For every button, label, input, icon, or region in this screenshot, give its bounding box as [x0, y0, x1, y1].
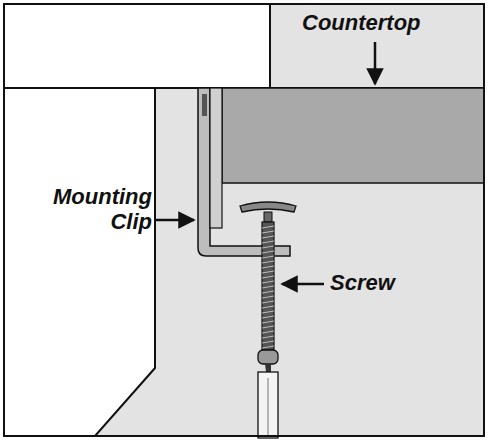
thread [262, 256, 274, 258]
screwdriver-shade [268, 378, 269, 438]
thread [262, 286, 274, 288]
thread [262, 346, 274, 348]
counter-edge [4, 4, 270, 88]
thread [262, 246, 274, 248]
screw-neck [264, 212, 272, 222]
mounting-clip [198, 88, 290, 256]
thread [262, 276, 274, 278]
thread [262, 281, 274, 283]
clip-tab [210, 88, 222, 228]
thread [262, 321, 274, 323]
thread [262, 226, 274, 228]
thread [262, 301, 274, 303]
nut [258, 350, 278, 364]
thread [262, 306, 274, 308]
leader-line [374, 42, 377, 84]
thread [262, 236, 274, 238]
thread [262, 331, 274, 333]
countertop [270, 4, 484, 88]
thread [262, 231, 274, 233]
screw-threads [262, 226, 274, 348]
thread [262, 261, 274, 263]
screw-shaft [262, 222, 274, 350]
thread [262, 336, 274, 338]
part-label: Countertop [302, 10, 421, 35]
frame [4, 4, 484, 436]
screwdriver-tip [265, 364, 271, 372]
screw-cap [240, 202, 296, 212]
sink-rim [222, 88, 484, 183]
thread [262, 291, 274, 293]
thread [262, 341, 274, 343]
thread [262, 296, 274, 298]
part-label: Mounting Clip [12, 184, 152, 235]
leader-line [282, 283, 324, 286]
leader-line [156, 219, 194, 222]
thread [262, 311, 274, 313]
part-label: Screw [330, 270, 395, 295]
thread [262, 266, 274, 268]
screwdriver [258, 372, 278, 438]
thread [262, 271, 274, 273]
thread [262, 326, 274, 328]
thread [262, 316, 274, 318]
clip-slot [202, 94, 207, 116]
thread [262, 251, 274, 253]
thread [262, 241, 274, 243]
cabinet-interior [4, 88, 484, 436]
cabinet-wall [4, 88, 155, 436]
